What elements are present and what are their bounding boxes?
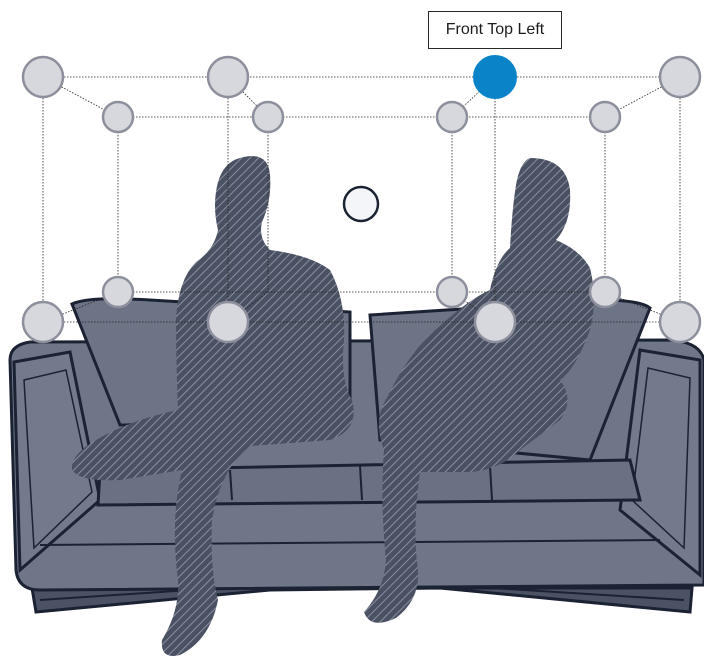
tooltip-label: Front Top Left	[446, 21, 544, 39]
bottom-right-corner-handle[interactable]	[660, 302, 700, 342]
bottom-mid-right-handle[interactable]	[475, 302, 515, 342]
back-bottom-mid-right-handle[interactable]	[590, 277, 620, 307]
center-handle[interactable]	[344, 187, 378, 221]
back-top-left-corner-handle[interactable]	[23, 57, 63, 97]
bottom-mid-left-handle[interactable]	[208, 302, 248, 342]
back-bottom-left-inner-handle[interactable]	[103, 277, 133, 307]
front-top-left-inner-handle[interactable]	[103, 102, 133, 132]
box-handles	[23, 56, 700, 342]
handle-tooltip: Front Top Left	[428, 11, 562, 49]
back-top-right-corner-handle[interactable]	[660, 57, 700, 97]
bottom-left-corner-handle[interactable]	[23, 302, 63, 342]
front-top-mid-right-handle[interactable]	[437, 102, 467, 132]
front-top-left-handle[interactable]	[474, 56, 516, 98]
front-top-right-inner-handle[interactable]	[590, 102, 620, 132]
front-top-mid-left-handle[interactable]	[253, 102, 283, 132]
back-top-mid-left-handle[interactable]	[208, 57, 248, 97]
back-bottom-right-inner-handle[interactable]	[437, 277, 467, 307]
